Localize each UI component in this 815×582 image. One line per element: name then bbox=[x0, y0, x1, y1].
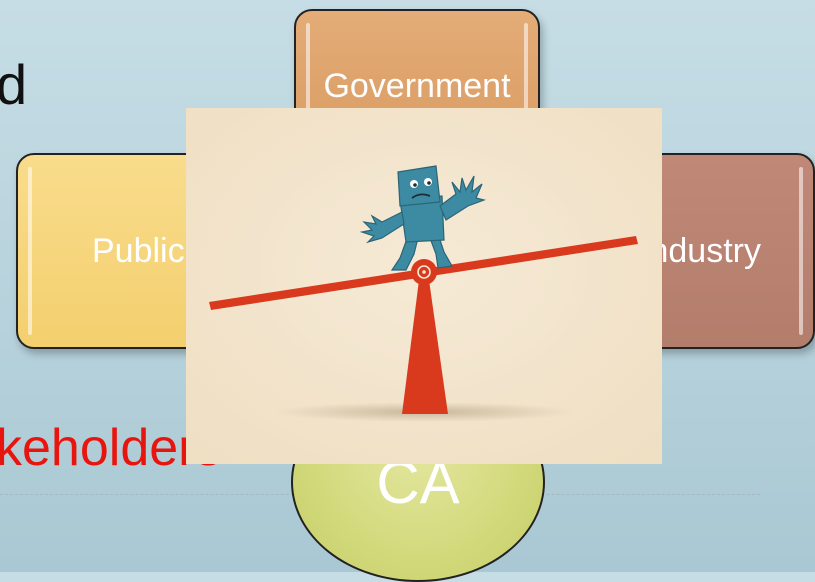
seesaw-balance-image bbox=[186, 108, 662, 464]
public-label: Public bbox=[92, 231, 185, 270]
stakeholders-heading-fragment: keholders bbox=[0, 419, 222, 477]
government-label: Government bbox=[323, 67, 511, 105]
seesaw-balance-figure-icon bbox=[186, 108, 662, 464]
slide-title-fragment: d bbox=[0, 53, 28, 116]
